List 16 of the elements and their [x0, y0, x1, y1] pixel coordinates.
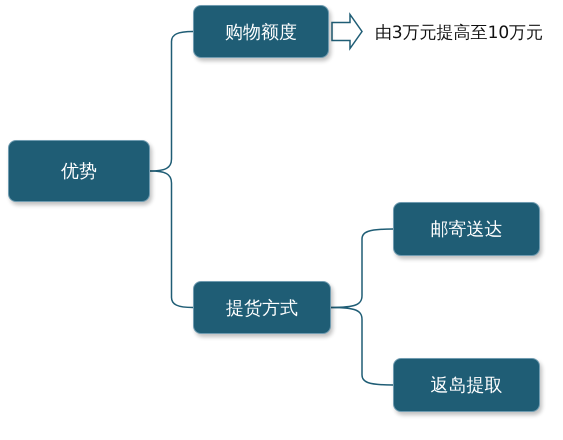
bracket-connector [150, 30, 194, 172]
node-box [193, 281, 331, 334]
node-label: 购物额度 [225, 20, 297, 44]
bracket-connector [150, 170, 194, 308]
node-label: 返岛提取 [430, 374, 502, 397]
node-box [393, 358, 540, 412]
node-box [193, 5, 329, 58]
block-arrow [331, 12, 363, 51]
node-label: 邮寄送达 [430, 218, 502, 241]
bracket-connector [331, 228, 393, 308]
node-box [393, 202, 540, 256]
bracket-connector [331, 306, 393, 386]
node-label: 优势 [61, 160, 97, 183]
node-label: 提货方式 [226, 296, 298, 320]
annotation-text: 由3万元提高至10万元 [374, 22, 544, 44]
node-box [8, 140, 150, 202]
